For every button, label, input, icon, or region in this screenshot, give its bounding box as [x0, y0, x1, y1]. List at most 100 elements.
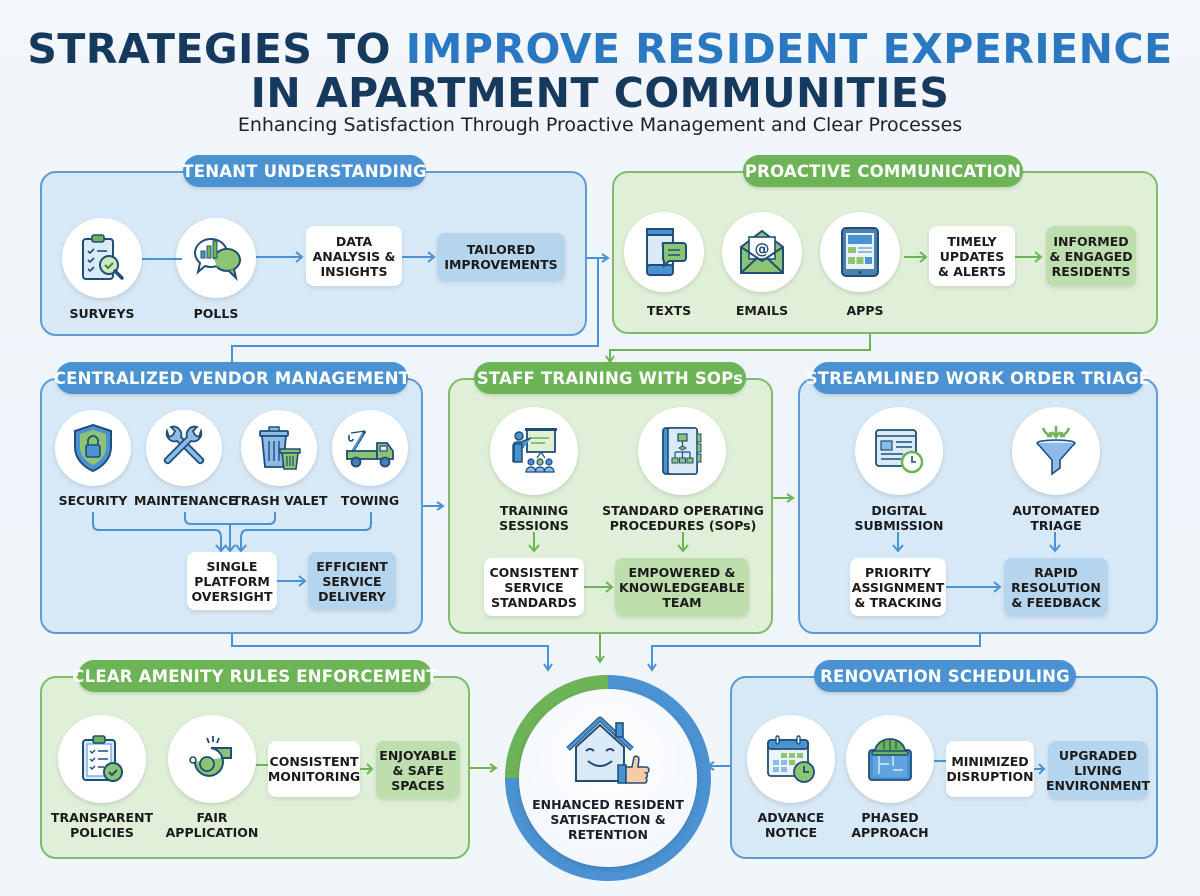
trash-bins-icon: [259, 426, 301, 470]
security-icon-circle: [55, 410, 131, 486]
outcome-tailored-improvements: TAILORED IMPROVEMENTS: [437, 233, 565, 281]
training-sessions-label: TRAINING SESSIONS: [499, 503, 569, 533]
arrow-submission-down: [892, 532, 904, 553]
calendar-clock-icon: [767, 735, 815, 783]
maintenance-icon-circle: [146, 410, 222, 486]
section-title-tenant-understanding: TENANT UNDERSTANDING: [182, 155, 427, 187]
svg-text:@: @: [755, 240, 770, 258]
whistle-icon: [189, 736, 232, 777]
advance-notice-label: ADVANCE NOTICE: [757, 810, 825, 840]
sop-binder-icon: [662, 427, 702, 475]
outcome-upgraded-environment: UPGRADED LIVING ENVIRONMENT: [1046, 741, 1150, 799]
texts-label: TEXTS: [646, 303, 692, 318]
title-prefix: STRATEGIES TO: [27, 25, 406, 73]
arrow-updates-to-outcome: [1015, 251, 1043, 263]
hub-label: ENHANCED RESIDENT SATISFACTION & RETENTI…: [532, 797, 684, 842]
process-single-platform: SINGLE PLATFORM OVERSIGHT: [187, 552, 277, 610]
hub-inner-circle: ENHANCED RESIDENT SATISFACTION & RETENTI…: [519, 689, 697, 867]
arrow-fair-to-monitoring: [256, 764, 268, 766]
emails-icon-circle: @: [722, 212, 802, 292]
chat-bar-chart-icon: [193, 238, 241, 282]
apps-icon-circle: [820, 212, 900, 292]
process-data-analysis: DATA ANALYSIS & INSIGHTS: [306, 226, 402, 286]
arrow-sop-down: [677, 532, 689, 553]
section-title-renovation-scheduling: RENOVATION SCHEDULING: [814, 660, 1076, 692]
process-timely-updates: TIMELY UPDATES & ALERTS: [929, 226, 1015, 286]
section-title-staff-training: STAFF TRAINING WITH SOPs: [474, 362, 746, 394]
funnel-icon: [1036, 426, 1076, 476]
towing-icon-circle: [332, 410, 408, 486]
sop-icon-circle: [638, 407, 726, 495]
page-title-line1: STRATEGIES TO IMPROVE RESIDENT EXPERIENC…: [0, 26, 1200, 72]
section-title-vendor-management: CENTRALIZED VENDOR MANAGEMENT: [54, 362, 410, 394]
security-label: SECURITY: [58, 493, 128, 508]
phone-message-icon: [646, 228, 687, 276]
transparent-policies-icon-circle: [58, 715, 146, 803]
happy-house-thumbs-up-icon: [566, 716, 650, 784]
automated-triage-icon-circle: [1012, 407, 1100, 495]
outcome-enjoyable-spaces: ENJOYABLE & SAFE SPACES: [376, 741, 460, 799]
training-sessions-icon-circle: [490, 407, 578, 495]
arrow-platform-to-outcome: [277, 575, 307, 587]
outcome-efficient-service: EFFICIENT SERVICE DELIVERY: [308, 552, 396, 610]
process-consistent-standards: CONSISTENT SERVICE STANDARDS: [484, 558, 584, 616]
maintenance-label: MAINTENANCE: [134, 493, 237, 508]
tablet-app-icon: [841, 227, 879, 277]
arrow-apps-to-updates: [904, 251, 928, 263]
process-priority-assignment: PRIORITY ASSIGNMENT & TRACKING: [850, 558, 946, 616]
hub-ring: [505, 675, 711, 881]
arrow-polls-to-analysis: [256, 251, 304, 263]
process-minimized-disruption: MINIMIZED DISRUPTION: [946, 741, 1034, 797]
fair-application-label: FAIR APPLICATION: [165, 810, 259, 840]
digital-submission-icon-circle: [855, 407, 943, 495]
page-title-line2: IN APARTMENT COMMUNITIES: [250, 69, 950, 117]
advance-notice-icon-circle: [747, 715, 835, 803]
fair-application-icon-circle: [168, 715, 256, 803]
polls-icon-circle: [176, 218, 256, 298]
shield-lock-icon: [74, 423, 112, 473]
vendor-merge-arrows: [92, 512, 372, 553]
arrow-priority-to-resolution: [946, 581, 1002, 593]
transparent-policies-label: TRANSPARENT POLICIES: [50, 810, 154, 840]
web-form-clock-icon: [875, 429, 924, 474]
tow-truck-icon: [346, 430, 394, 468]
section-title-work-order-triage: STREAMLINED WORK ORDER TRIAGE: [806, 362, 1150, 394]
outcome-informed-residents: INFORMED & ENGAGED RESIDENTS: [1046, 226, 1136, 286]
outcome-empowered-team: EMPOWERED & KNOWLEDGEABLE TEAM: [615, 558, 749, 616]
trash-valet-icon-circle: [241, 410, 317, 486]
envelope-at-icon: @: [740, 229, 784, 274]
phased-approach-label: PHASED APPROACH: [851, 810, 929, 840]
clipboard-check-icon: [82, 735, 123, 782]
connector-surveys-polls: [142, 258, 182, 260]
apps-label: APPS: [846, 303, 884, 318]
emails-label: EMAILS: [735, 303, 789, 318]
page-subtitle: Enhancing Satisfaction Through Proactive…: [237, 114, 963, 136]
arrow-training-down: [528, 532, 540, 553]
hardhat-blueprint-icon: [868, 738, 912, 781]
digital-submission-label: DIGITAL SUBMISSION: [854, 503, 944, 533]
wrench-icon: [163, 425, 205, 465]
texts-icon-circle: [624, 212, 704, 292]
arrow-disruption-to-outcome: [1034, 763, 1046, 775]
central-hub: ENHANCED RESIDENT SATISFACTION & RETENTI…: [503, 673, 713, 883]
clipboard-magnifier-icon: [82, 234, 124, 280]
section-title-proactive-communication: PROACTIVE COMMUNICATION: [743, 155, 1023, 187]
automated-triage-label: AUTOMATED TRIAGE: [1012, 503, 1100, 533]
surveys-icon-circle: [62, 218, 142, 298]
arrow-monitoring-to-outcome: [360, 763, 374, 775]
arrow-triage-down: [1049, 532, 1061, 553]
sop-label: STANDARD OPERATING PROCEDURES (SOPs): [602, 503, 764, 533]
surveys-label: SURVEYS: [69, 306, 135, 321]
arrow-standards-to-team: [584, 581, 614, 593]
towing-label: TOWING: [340, 493, 400, 508]
outcome-rapid-resolution: RAPID RESOLUTION & FEEDBACK: [1004, 558, 1108, 616]
presentation-icon: [512, 428, 557, 473]
section-title-amenity-rules: CLEAR AMENITY RULES ENFORCEMENT: [72, 660, 438, 692]
trash-valet-label: TRASH VALET: [232, 493, 328, 508]
arrow-analysis-to-outcome: [402, 251, 436, 263]
process-consistent-monitoring: CONSISTENT MONITORING: [268, 741, 360, 797]
title-highlight: IMPROVE RESIDENT EXPERIENCE: [405, 25, 1173, 73]
phased-approach-icon-circle: [846, 715, 934, 803]
arrow-phased-to-disruption: [934, 760, 946, 762]
polls-label: POLLS: [193, 306, 239, 321]
